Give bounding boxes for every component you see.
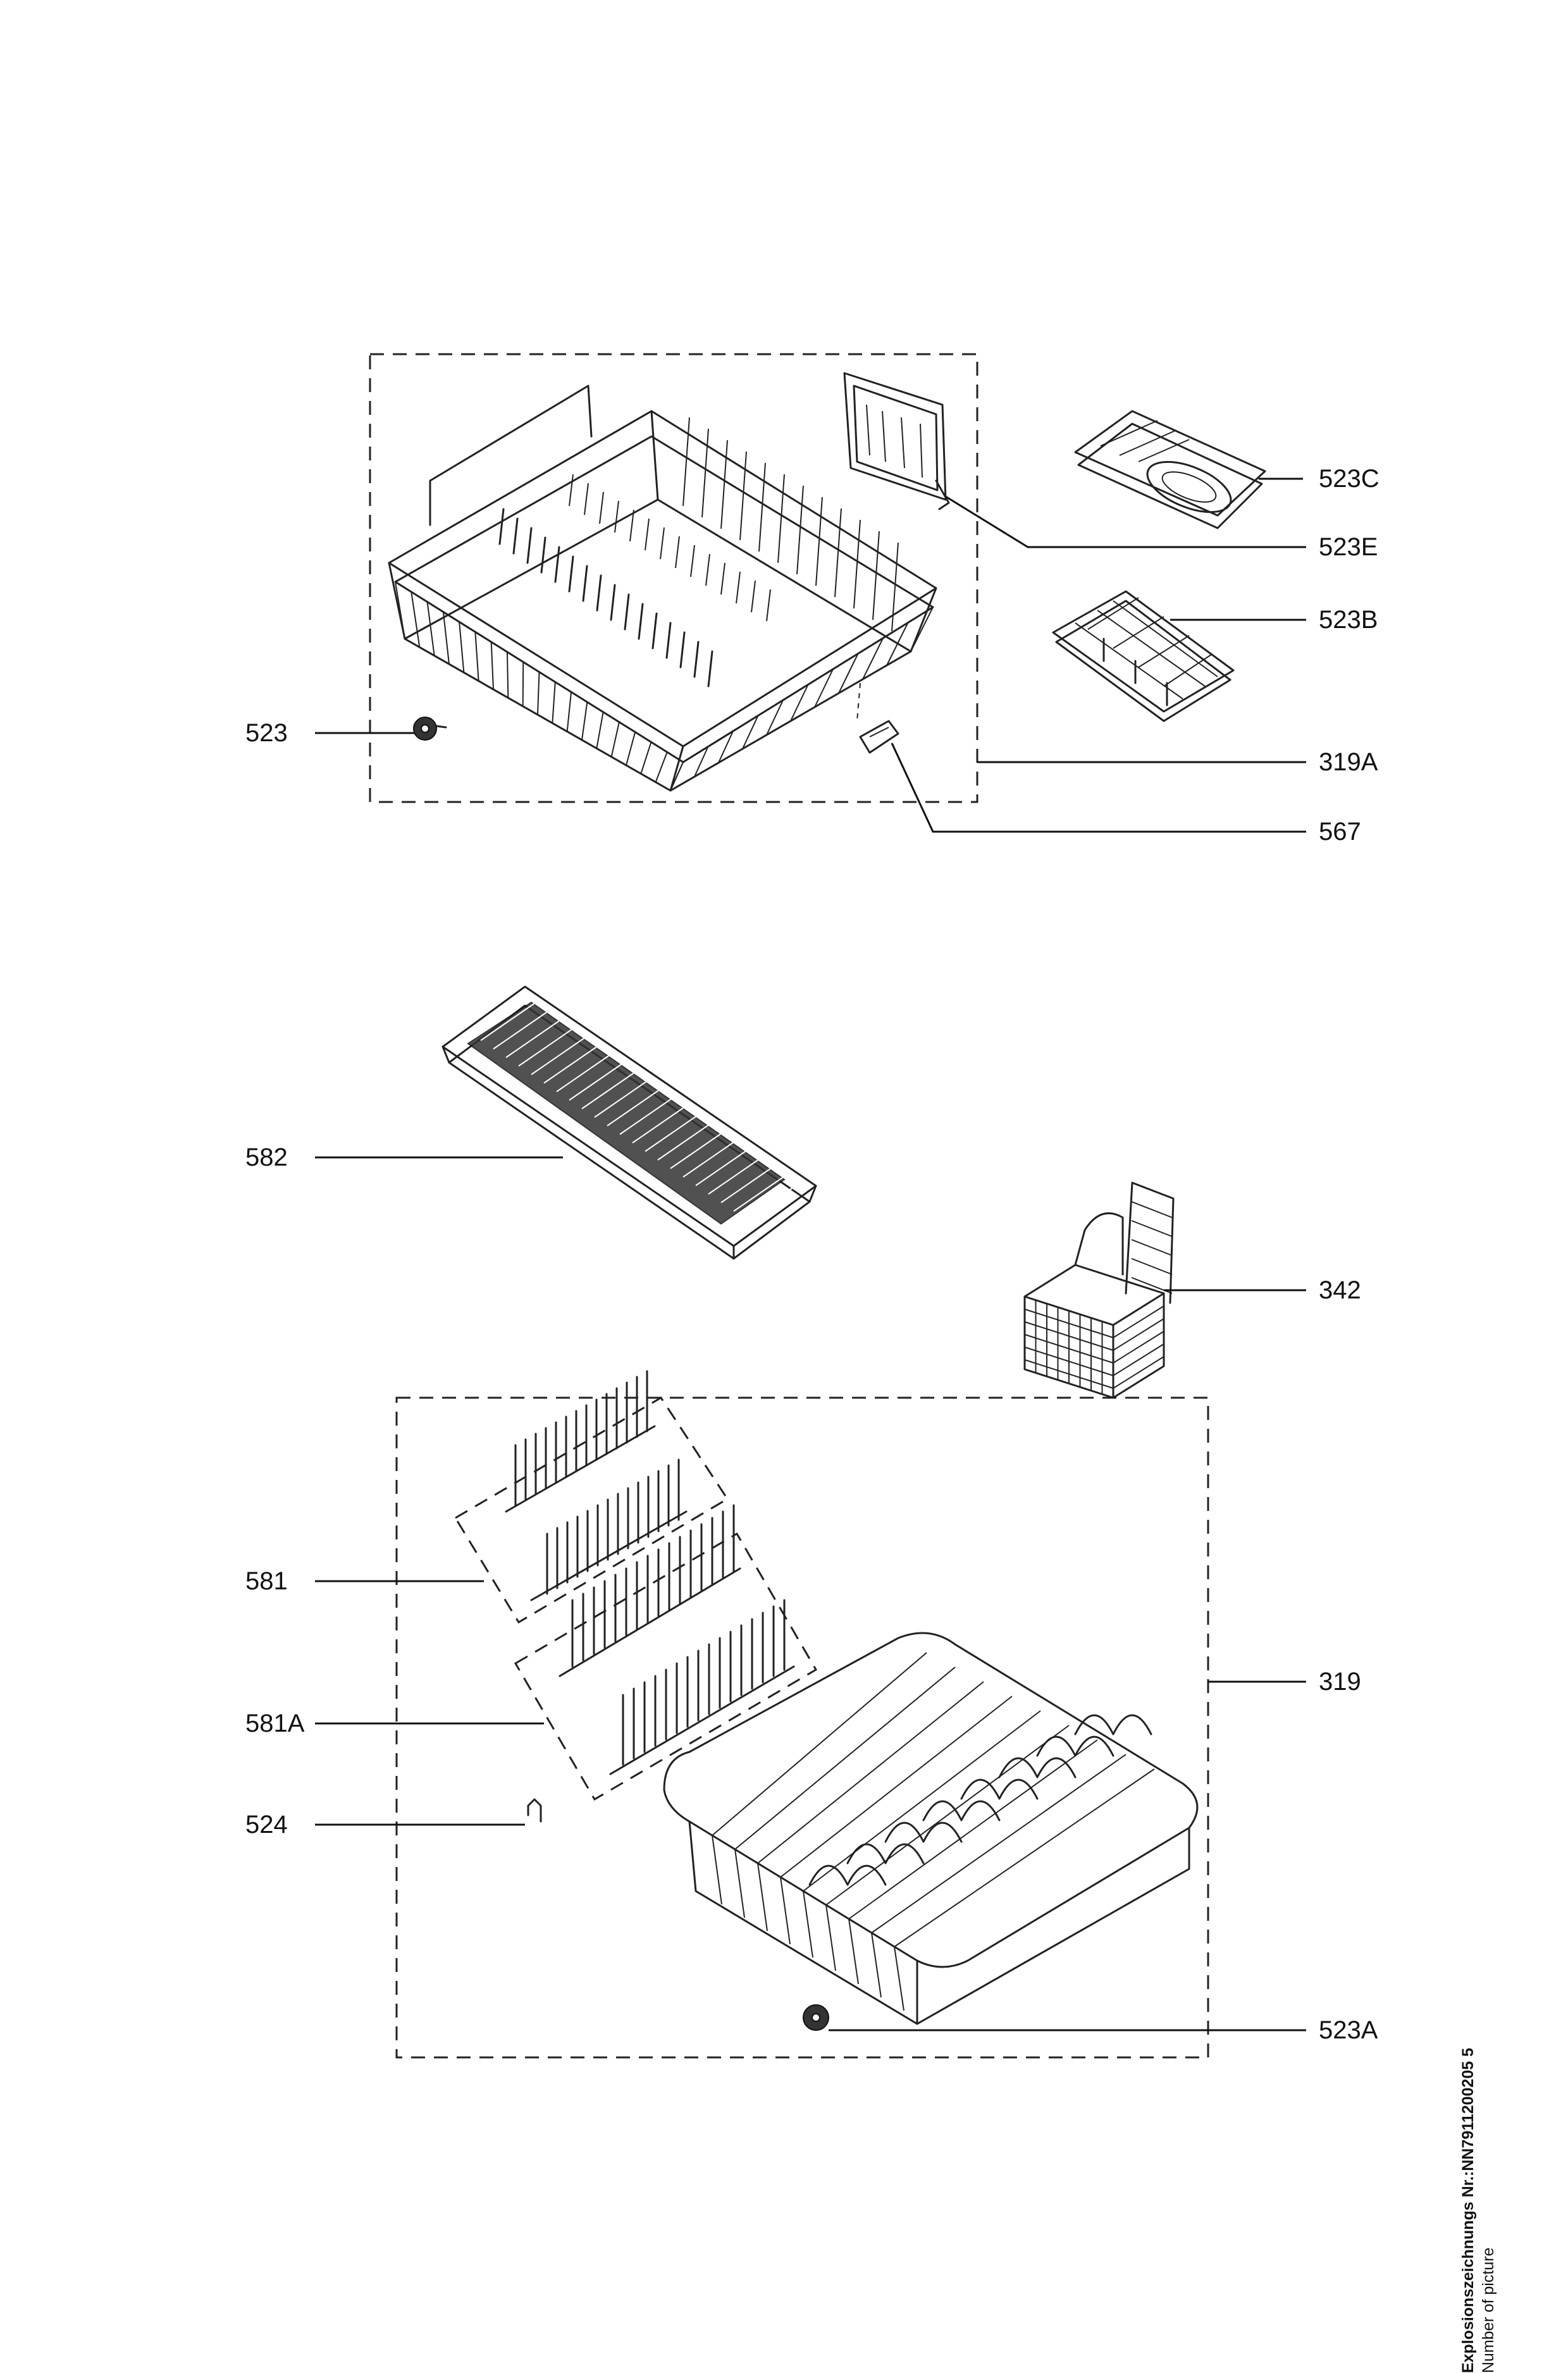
upper-basket-drawing bbox=[388, 385, 937, 792]
callout-342: 342 bbox=[1319, 1276, 1361, 1304]
callout-582: 582 bbox=[245, 1143, 288, 1171]
callout-523a: 523A bbox=[1319, 2016, 1378, 2044]
callout-567: 567 bbox=[1319, 818, 1361, 846]
lower-basket-group-frame bbox=[395, 1396, 1209, 2059]
part-523a-wheel bbox=[803, 2004, 829, 2031]
drawing-number: Explosionszeichnungs Nr.:NN7911200205 5 bbox=[1459, 2048, 1477, 2373]
part-581-tine-panel bbox=[454, 1370, 729, 1624]
callout-319: 319 bbox=[1319, 1668, 1361, 1696]
callout-581a: 581A bbox=[245, 1710, 305, 1737]
leader-lines bbox=[315, 478, 1306, 2031]
part-319-lower-basket bbox=[663, 1632, 1199, 2025]
part-523-wheel bbox=[413, 717, 447, 741]
callout-523b: 523B bbox=[1319, 606, 1378, 634]
callout-523c: 523C bbox=[1319, 465, 1380, 493]
exploded-parts-diagram bbox=[315, 353, 1306, 2059]
upper-basket-group-frame bbox=[369, 353, 978, 803]
part-342-cutlery-basket bbox=[1023, 1181, 1175, 1399]
part-581a-tine-panel bbox=[514, 1504, 818, 1801]
part-567-clip bbox=[859, 720, 899, 754]
part-524-hook bbox=[527, 1798, 542, 1823]
callout-524: 524 bbox=[245, 1811, 288, 1839]
part-582-tray bbox=[441, 985, 817, 1260]
drawing-reference-note: Explosionszeichnungs Nr.:NN7911200205 5 … bbox=[1458, 2048, 1498, 2373]
callout-523e: 523E bbox=[1319, 533, 1378, 561]
part-523c-tray bbox=[1074, 410, 1266, 529]
part-523e-panel bbox=[843, 372, 950, 510]
drawing-number-caption: Number of picture bbox=[1479, 2247, 1497, 2373]
callout-581: 581 bbox=[245, 1567, 288, 1595]
callout-523: 523 bbox=[245, 719, 288, 747]
callout-319a: 319A bbox=[1319, 748, 1378, 776]
part-523b-rack bbox=[1052, 590, 1235, 722]
